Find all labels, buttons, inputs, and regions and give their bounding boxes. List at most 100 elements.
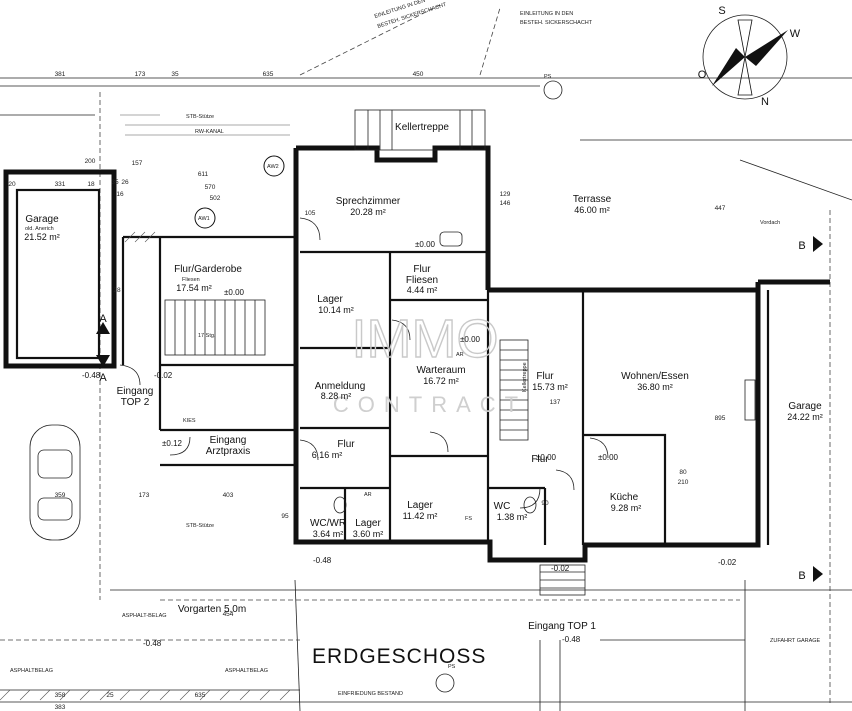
room-name-flur-small: Flur: [337, 439, 355, 450]
label-eingang-arztpraxis-line1: Eingang: [210, 435, 247, 446]
label-asphaltbelag-mid: ASPHALTBELAG: [225, 668, 268, 674]
label-aw2: AW2: [267, 164, 279, 170]
room-sub-flur-fliesen: Fliesen: [406, 275, 438, 286]
room-name-lager-2: Lager: [407, 500, 433, 511]
room-area-sprechzimmer: 20.28 m²: [350, 207, 386, 217]
door-swings: [119, 217, 609, 509]
compass-n-label: N: [761, 96, 769, 108]
room-name-wc-wr: WC/WR: [310, 518, 346, 529]
dim-bottom-7: 173: [139, 492, 150, 499]
dim-misc-4: 200: [85, 158, 96, 165]
stairs: [164, 109, 586, 596]
dim-left-1: 331: [55, 181, 66, 188]
room-name-sprechzimmer: Sprechzimmer: [336, 196, 401, 207]
section-mark-b-bottom: B: [798, 570, 805, 582]
dim-left-6: 26: [121, 179, 129, 186]
aw-markers: AW1 AW2: [194, 155, 285, 229]
fixtures: [333, 80, 756, 693]
dim-top-3: 35: [171, 71, 179, 78]
room-area-garage-right: 24.22 m²: [787, 412, 823, 422]
dim-bottom-6: 359: [55, 492, 66, 499]
elevation-12: -0.48: [313, 556, 332, 565]
dim-left-10: 18: [87, 181, 95, 188]
dim-left-11: 28: [113, 287, 121, 294]
dim-misc-6: 210: [678, 479, 689, 486]
label-eingang-top2-line1: Eingang: [117, 386, 154, 397]
elevation-5: ±0.00: [415, 240, 436, 249]
dim-bottom-3: 635: [195, 692, 206, 699]
car-outline: [29, 424, 81, 541]
room-area-terrasse: 46.00 m²: [574, 205, 610, 215]
label-stb-stuetze-2: STB-Stütze: [186, 523, 214, 529]
label-einleitung-b-2: BESTEH. SICKERSCHACHT: [520, 20, 593, 26]
elevation-2: -0.48: [82, 371, 101, 380]
room-area-wc-right: 1.38 m²: [497, 512, 528, 522]
section-mark-a-top: A: [99, 313, 107, 325]
label-asphaltbelag-left: ASPHALTBELAG: [10, 668, 53, 674]
section-mark-a-bottom: A: [99, 372, 107, 384]
label-stb-stuetze-1: STB-Stütze: [186, 114, 214, 120]
dim-left-7: 35: [111, 179, 119, 186]
label-ar-2: AR: [364, 492, 372, 498]
room-area-wc-wr: 3.64 m²: [313, 529, 344, 539]
watermark: IMMO CONTRACT: [333, 308, 527, 417]
room-area-anmeldung: 8.28 m²: [321, 391, 352, 401]
compass-s-label: S: [718, 5, 725, 17]
room-name-wc-right: WC: [494, 501, 511, 512]
room-name-kueche: Küche: [610, 492, 639, 503]
elevations: ±0.00 -0.48 -0.02 ±0.12 ±0.00 ±0.00 ±0.0…: [82, 240, 737, 648]
label-einleitung-b-1: EINLEITUNG IN DEN: [520, 11, 573, 17]
section-marks: A A B B: [96, 236, 823, 582]
dim-top-1: 381: [55, 71, 66, 78]
watermark-sub: CONTRACT: [333, 392, 527, 417]
room-area-lager-3: 3.60 m²: [353, 529, 384, 539]
room-area-flur-garderobe: 17.54 m²: [176, 283, 212, 293]
room-sub-flur-garderobe: Fliesen: [182, 277, 200, 283]
room-name-anmeldung: Anmeldung: [315, 381, 366, 392]
dim-misc-3: 146: [500, 200, 511, 207]
label-kies: KIES: [183, 418, 196, 424]
elevation-6: ±0.00: [460, 335, 481, 344]
label-eingang-top2-line2: TOP 2: [121, 397, 150, 408]
room-labels: Sprechzimmer 20.28 m² Terrasse 46.00 m² …: [24, 194, 823, 539]
room-area-flur-small: 6.16 m²: [312, 450, 343, 460]
dim-left-2: 611: [198, 171, 209, 178]
watermark-brand: IMMO: [352, 309, 499, 369]
elevation-10: -0.48: [562, 635, 581, 644]
label-ar-1: AR: [456, 352, 464, 358]
elevation-3: -0.02: [154, 371, 173, 380]
dimensions: 381 173 35 635 450 331 611 570 502 157 2…: [8, 71, 725, 711]
elevation-9: -0.48: [143, 639, 162, 648]
dim-bottom-1: 358: [55, 692, 66, 699]
elevation-8: -0.02: [551, 564, 570, 573]
plan-title: ERDGESCHOSS: [312, 645, 486, 668]
room-name-terrasse: Terrasse: [573, 194, 612, 205]
room-area-flur-fliesen: 4.44 m²: [407, 285, 438, 295]
label-vordach: Vordach: [760, 220, 780, 226]
room-name-lager-1: Lager: [317, 294, 343, 305]
label-kellertreppe-top: Kellertreppe: [395, 122, 449, 133]
room-name-warteraum: Warteraum: [416, 365, 465, 376]
label-asphaltbelag-small: ASPHALT-BELAG: [122, 613, 167, 619]
dim-bottom-2: 25: [106, 692, 114, 699]
label-ps-2: PS: [448, 664, 456, 670]
compass: S W O N: [698, 5, 801, 108]
label-einfriedung: EINFRIEDUNG BESTAND: [338, 691, 403, 697]
site-lines: [0, 4, 852, 711]
dim-misc-11: 137: [550, 399, 561, 406]
label-aw1: AW1: [198, 216, 210, 222]
dim-misc-8: 95: [281, 513, 289, 520]
label-ps-1: PS: [544, 74, 552, 80]
label-eingang-arztpraxis-line2: Arztpraxis: [206, 446, 250, 457]
dim-left-8: 16: [116, 191, 124, 198]
compass-o-label: O: [698, 69, 707, 81]
elevation-13: -0.02: [718, 558, 737, 567]
dim-top-2: 173: [135, 71, 146, 78]
elevation-11: ±0.00: [598, 453, 619, 462]
label-vorgarten: Vorgarten 5,0m: [178, 604, 246, 615]
dim-top-5: 450: [413, 71, 424, 78]
elevation-7: ±0.00: [536, 453, 557, 462]
dim-misc-5: 80: [679, 469, 687, 476]
labels: ERDGESCHOSS Eingang TOP 2 Eingang Arztpr…: [10, 0, 821, 697]
